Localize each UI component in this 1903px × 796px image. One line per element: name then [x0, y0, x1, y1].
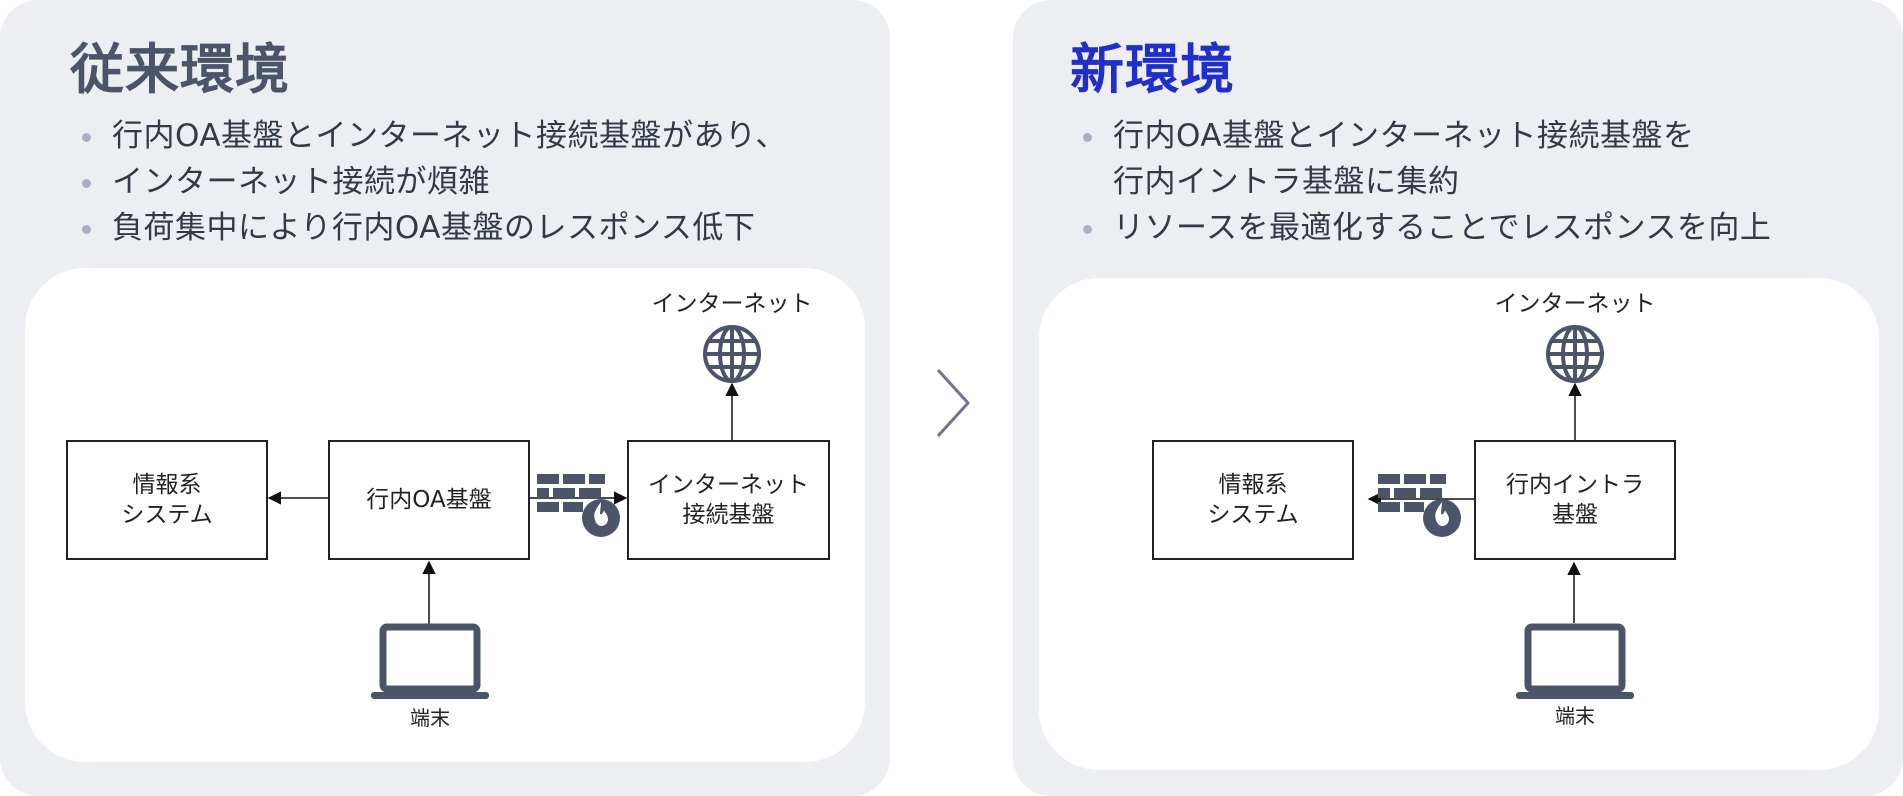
new-info-system-box: 情報系 システム	[1152, 440, 1354, 560]
globe-icon	[1546, 325, 1604, 383]
old-bullet-3: 負荷集中により行内OA基盤のレスポンス低下	[80, 205, 787, 251]
new-environment-panel: 新環境 行内OA基盤とインターネット接続基盤を 行内イントラ基盤に集約 リソース…	[1013, 0, 1903, 796]
old-internet-base-line2: 接続基盤	[682, 502, 775, 528]
new-info-system-line2: システム	[1207, 502, 1299, 528]
new-connectors	[1367, 382, 1582, 623]
old-bullet-list: 行内OA基盤とインターネット接続基盤があり、 インターネット接続が煩雑 負荷集中…	[80, 113, 787, 251]
new-intra-base-box: 行内イントラ 基盤	[1474, 440, 1676, 560]
old-info-system-box: 情報系 システム	[66, 440, 268, 560]
new-bullet-1-line1: 行内OA基盤とインターネット接続基盤を	[1113, 118, 1695, 154]
old-internet-base-line1: インターネット	[648, 472, 809, 498]
new-intra-base-line1: 行内イントラ	[1506, 472, 1644, 498]
new-info-system-line1: 情報系	[1218, 472, 1288, 498]
old-environment-panel: 従来環境 行内OA基盤とインターネット接続基盤があり、 インターネット接続が煩雑…	[0, 0, 890, 796]
new-bullet-2: リソースを最適化することでレスポンスを向上	[1081, 205, 1771, 251]
old-terminal-label: 端末	[410, 706, 450, 730]
new-bullet-1: 行内OA基盤とインターネット接続基盤を 行内イントラ基盤に集約	[1081, 113, 1771, 205]
globe-icon	[703, 325, 761, 383]
new-intra-base-line2: 基盤	[1552, 502, 1598, 528]
old-diagram: インターネット 情報系 システム 行内OA基盤 インターネット	[25, 268, 865, 762]
laptop-icon	[1516, 623, 1634, 699]
new-terminal-label: 端末	[1555, 704, 1595, 728]
old-internet-label: インターネット	[651, 291, 813, 317]
firewall-icon	[1378, 474, 1461, 537]
new-diagram: インターネット 情報系 システム 行内イントラ 基盤	[1039, 278, 1879, 770]
old-info-system-line1: 情報系	[132, 472, 202, 498]
old-bullet-1: 行内OA基盤とインターネット接続基盤があり、	[80, 113, 787, 159]
old-internet-base-box: インターネット 接続基盤	[627, 440, 830, 560]
chevron-right-icon	[936, 368, 971, 438]
new-bullet-1-line2: 行内イントラ基盤に集約	[1113, 164, 1460, 200]
old-bullet-2: インターネット接続が煩雑	[80, 159, 787, 205]
new-bullet-list: 行内OA基盤とインターネット接続基盤を 行内イントラ基盤に集約 リソースを最適化…	[1081, 113, 1771, 251]
firewall-icon	[537, 474, 620, 537]
new-internet-label: インターネット	[1494, 291, 1656, 317]
old-environment-title: 従来環境	[70, 38, 290, 101]
new-environment-title: 新環境	[1070, 38, 1235, 101]
old-oa-base-box: 行内OA基盤	[328, 440, 530, 560]
old-info-system-line2: システム	[121, 502, 213, 528]
laptop-icon	[371, 623, 489, 699]
old-oa-base-label: 行内OA基盤	[366, 487, 492, 513]
